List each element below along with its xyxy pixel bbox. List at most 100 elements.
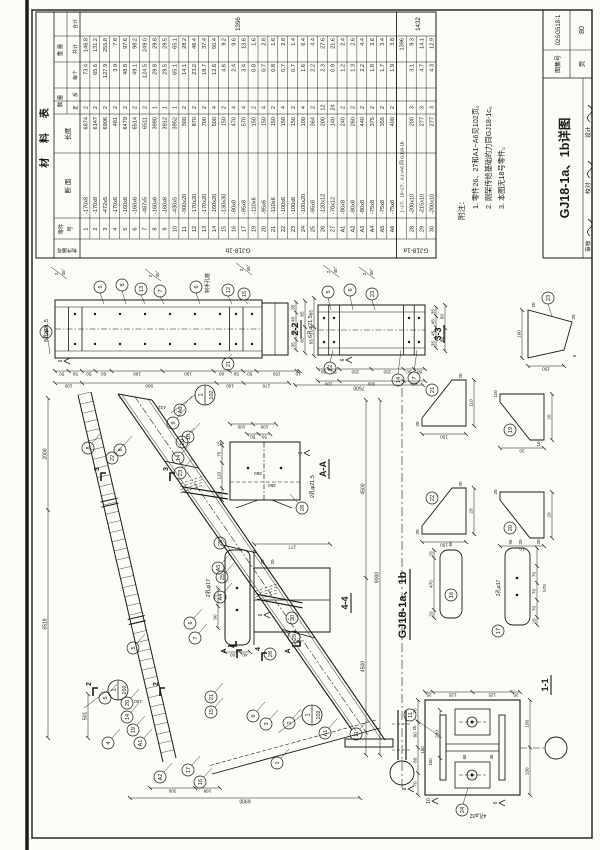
dim-text: 100 bbox=[517, 330, 522, 338]
part-balloon: 30 bbox=[290, 615, 296, 621]
part-balloon: 5 bbox=[103, 696, 109, 699]
part-balloon: 25 bbox=[218, 540, 224, 546]
cell-length: 470 bbox=[232, 117, 238, 126]
dim-text: 50 bbox=[416, 370, 422, 375]
cell-part: 3 bbox=[103, 227, 109, 230]
dim-text: 350 bbox=[268, 482, 276, 488]
cell-qty: 2 bbox=[113, 106, 119, 109]
cell-part: A4 bbox=[370, 226, 376, 233]
part-balloon: 5 bbox=[326, 290, 332, 293]
cell-each: 48.8 bbox=[123, 64, 129, 75]
cell-length: 400 bbox=[390, 117, 396, 126]
part-balloon: A1 bbox=[138, 740, 144, 747]
dim-text: 60 bbox=[448, 541, 453, 547]
cell-total: 13.6 bbox=[242, 38, 248, 49]
cell-each: 2.4 bbox=[232, 64, 238, 72]
weld-size: 6 bbox=[258, 613, 264, 616]
dim-text: 75 bbox=[217, 451, 222, 457]
dim-text: 85 bbox=[309, 310, 314, 316]
section-cut-label: 4 bbox=[255, 647, 262, 651]
hole-note: 2孔φ21.5 bbox=[308, 475, 316, 498]
cell-total: 21.6 bbox=[331, 38, 337, 49]
col-header: 反 bbox=[72, 92, 79, 97]
dim-text: 45 bbox=[431, 319, 436, 325]
cell-length: 277 bbox=[429, 117, 435, 126]
detail-ref-page: 102 bbox=[122, 685, 128, 694]
cell-each: 0.7 bbox=[291, 64, 297, 72]
cell-qty: 3 bbox=[429, 106, 435, 109]
cell-total: 2.4 bbox=[340, 38, 346, 46]
weld-size: 6 bbox=[493, 801, 499, 804]
cell-total: 29.8 bbox=[153, 38, 159, 49]
cell-section: -100x20 bbox=[301, 194, 307, 214]
col-header: 零件 bbox=[57, 223, 65, 235]
cell-qty: 2 bbox=[202, 106, 208, 109]
sign-label: 设计 bbox=[584, 126, 592, 138]
cell-each: 49.1 bbox=[133, 64, 139, 75]
dim-text: 350 bbox=[254, 470, 262, 476]
dim-text: 80 bbox=[413, 757, 418, 763]
dim-text: 20 bbox=[469, 508, 474, 514]
note-item: 3. 本图无18号零件。 bbox=[497, 143, 506, 209]
cell-qty: 4 bbox=[261, 106, 267, 109]
dim-text: 45 bbox=[291, 316, 296, 322]
cell-section: -215x10 bbox=[420, 194, 426, 214]
cell-section: -160x6 bbox=[162, 197, 168, 214]
member-mark: GJ18-1a bbox=[403, 247, 428, 254]
cell-qty: 2 bbox=[103, 106, 109, 109]
col-header: 号 bbox=[67, 226, 74, 232]
atlas-label: 图集号 bbox=[554, 55, 562, 73]
cell-total: 29.5 bbox=[162, 38, 168, 49]
dim-text: 45 bbox=[291, 330, 296, 336]
dim-text: 25 bbox=[426, 693, 432, 698]
dim-text: 100 bbox=[260, 425, 268, 430]
cell-total: 9.3 bbox=[410, 38, 416, 46]
dim-text: 150 bbox=[420, 746, 425, 754]
cell-part: A3 bbox=[360, 226, 366, 233]
dim-text: 70 bbox=[213, 594, 218, 600]
cell-qty: 2 bbox=[123, 106, 129, 109]
cell-section: -170x8 bbox=[83, 197, 89, 214]
cell-total: 131.2 bbox=[93, 38, 99, 52]
cell-part: A6 bbox=[390, 226, 396, 233]
cell-qty: 2 bbox=[291, 106, 297, 109]
cell-each: 14.1 bbox=[182, 64, 188, 75]
cell-section: -110x6 bbox=[251, 197, 257, 214]
gusset-details: 1501102020211502020202220201101019102020… bbox=[415, 373, 555, 552]
cell-section: -120x12 bbox=[321, 194, 327, 214]
cell-section: -80x8 bbox=[340, 200, 346, 214]
dim-text: 30 bbox=[489, 754, 494, 759]
cell-section: -100x6 bbox=[281, 197, 287, 214]
note-item: 1. 零件26、27和A1~A6见102页。 bbox=[471, 101, 480, 209]
part-balloon: 15 bbox=[209, 709, 215, 715]
dim-text: 65 bbox=[300, 311, 305, 317]
dim-text: 10 bbox=[295, 372, 301, 377]
dim-text: 20 bbox=[429, 551, 434, 557]
dim-text: 200 bbox=[435, 730, 441, 738]
part-balloon: 17 bbox=[496, 628, 502, 634]
cell-part: 14 bbox=[212, 226, 218, 232]
hole-note: 2孔φ17 bbox=[204, 579, 212, 597]
cell-section: -200x10 bbox=[410, 194, 416, 214]
dim-text: 50 bbox=[233, 372, 239, 377]
part-balloon: 19 bbox=[131, 727, 137, 733]
dim-text: 65 bbox=[300, 337, 305, 343]
part-balloon: 2 bbox=[287, 721, 293, 724]
part-balloon: 4 bbox=[106, 741, 112, 744]
sign-label: 校对 bbox=[584, 182, 592, 194]
cell-qty: 4 bbox=[281, 106, 287, 109]
part-balloon: A1 bbox=[323, 730, 329, 737]
dim-text: 100 bbox=[428, 758, 433, 766]
dim-text: 70 bbox=[413, 708, 418, 714]
part-balloon: 6 bbox=[188, 621, 194, 624]
dim-text: 300 bbox=[168, 789, 176, 794]
cell-length: 364 bbox=[311, 117, 317, 126]
cell-section: -95x8 bbox=[242, 200, 248, 214]
col-header: 断 面 bbox=[63, 178, 72, 193]
cell-part: 8 bbox=[153, 227, 159, 230]
section-label: 4-4 bbox=[340, 596, 350, 609]
cell-qty: 2 bbox=[340, 106, 346, 109]
